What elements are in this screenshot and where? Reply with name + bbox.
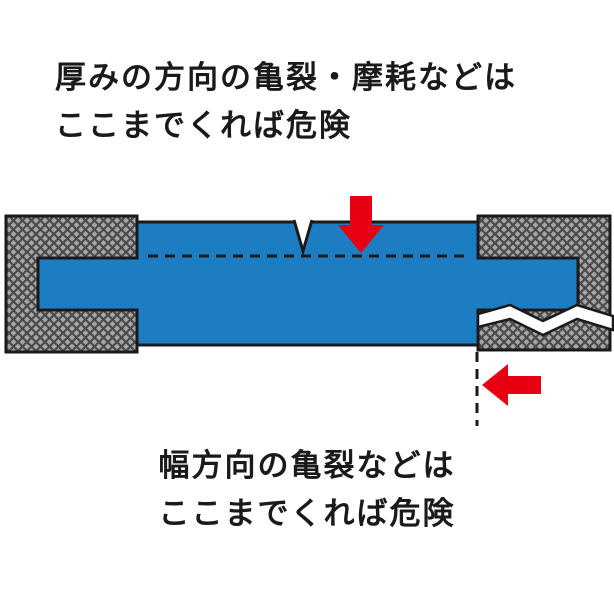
bottom-caption-line1: 幅方向の亀裂などは [158, 448, 456, 483]
top-caption-line1: 厚みの方向の亀裂・摩耗などは [55, 60, 517, 95]
down-arrow-icon [338, 196, 384, 253]
thickness-crack-notch [292, 219, 314, 257]
top-caption-line2: ここまでくれば危険 [55, 108, 352, 143]
bottom-caption: 幅方向の亀裂などは ここまでくれば危険 [0, 442, 614, 538]
left-arrow-icon [482, 364, 541, 406]
bottom-caption-line2: ここまでくれば危険 [158, 496, 456, 531]
belt-cross-section [36, 220, 580, 347]
width-crack [476, 303, 614, 337]
top-caption: 厚みの方向の亀裂・摩耗などは ここまでくれば危険 [55, 54, 517, 150]
